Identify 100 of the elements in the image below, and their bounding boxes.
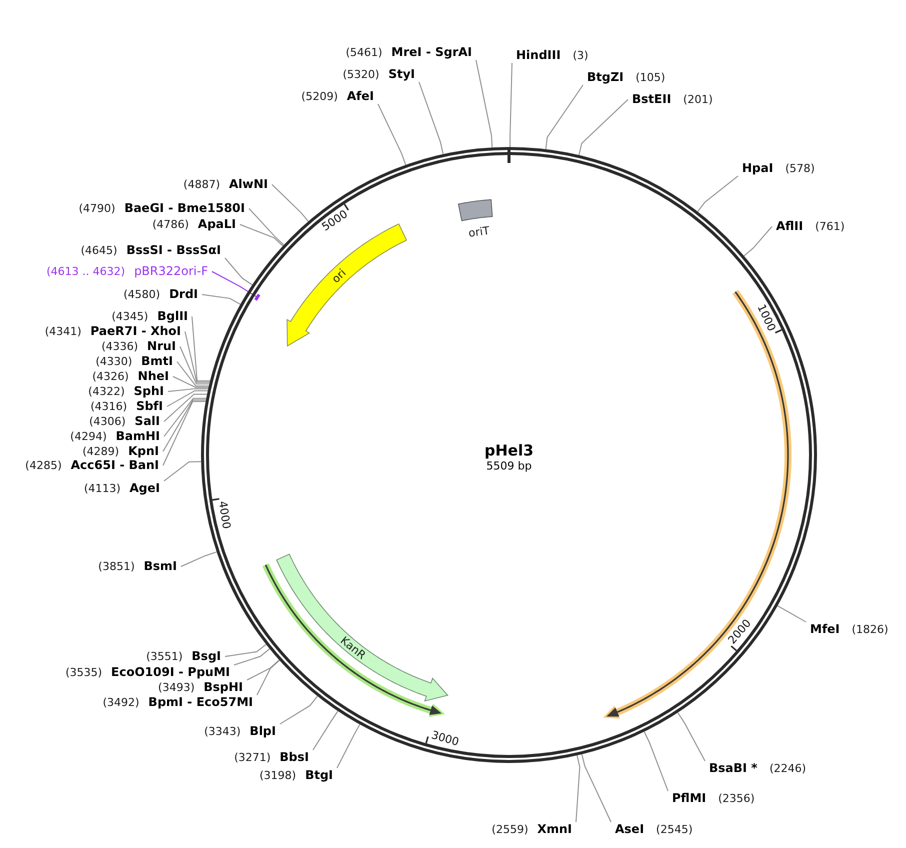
site-position: (4326) [92, 370, 129, 383]
leader-line [164, 394, 208, 422]
leader-line [256, 660, 280, 696]
enzyme-name: BlpI [250, 725, 276, 738]
leader-line [576, 754, 580, 822]
site-position: (578) [785, 162, 815, 175]
leader-line [184, 331, 210, 383]
leader-line [240, 224, 284, 246]
leader-line [476, 60, 493, 148]
enzyme-name: BssSI - BssSαI [126, 244, 221, 257]
site-position: (1826) [852, 623, 888, 636]
site-position: (761) [815, 220, 845, 233]
leader-line [378, 104, 406, 166]
enzyme-name: PflMI [672, 792, 706, 805]
leader-line [581, 754, 612, 822]
enzyme-name: BglII [157, 310, 188, 323]
site-position: (4113) [84, 482, 121, 495]
site-position: (4306) [89, 415, 126, 428]
enzyme-name: NheI [138, 370, 169, 383]
site-position: (105) [636, 71, 666, 84]
primer-position: (4613 .. 4632) [46, 265, 126, 278]
enzyme-name: AseI [615, 823, 644, 836]
leader-line [246, 660, 280, 680]
site-position: (2246) [769, 762, 806, 775]
enzyme-name: DrdI [169, 288, 198, 301]
enzyme-name: SphI [134, 385, 164, 398]
enzyme-name: AflII [776, 220, 804, 233]
leader-line [164, 461, 202, 482]
plasmid-name: pHel3 [484, 442, 534, 460]
site-position: (4322) [88, 385, 125, 398]
enzyme-name: BsmI [144, 560, 177, 573]
leader-line [644, 731, 668, 792]
feature-label: ori [329, 266, 349, 286]
site-position: (3492) [102, 696, 140, 709]
leader-line [172, 376, 210, 388]
leader-line [180, 551, 218, 567]
site-position: (4645) [80, 244, 118, 257]
enzyme-name: XmnI [537, 823, 572, 836]
enzyme-name: BsgI [192, 650, 221, 663]
leader-line [697, 176, 738, 212]
site-position: (4330) [96, 355, 132, 368]
site-position: (3) [572, 49, 588, 62]
scale-label: 1000 [754, 303, 778, 334]
enzyme-name: BtgZI [587, 71, 624, 84]
leader-line [234, 648, 270, 666]
site-position: (2559) [492, 823, 528, 836]
site-position: (3851) [98, 560, 135, 573]
site-position: (4336) [101, 340, 138, 353]
enzyme-name: ApaLI [198, 218, 236, 231]
site-position: (5461) [346, 46, 382, 59]
site-position: (5209) [301, 90, 338, 103]
scale-label: 3000 [430, 729, 460, 748]
enzyme-name: KpnI [128, 445, 159, 458]
enzyme-name: BaeGI - Bme1580I [124, 202, 245, 215]
leader-line [192, 316, 211, 382]
leader-line [777, 605, 806, 622]
enzyme-name: BmtI [141, 355, 173, 368]
leader-line [224, 258, 253, 286]
site-position: (4580) [123, 288, 160, 301]
leader-line [280, 696, 318, 724]
site-position: (3535) [65, 666, 102, 679]
site-position: (3551) [146, 650, 183, 663]
enzyme-name: NruI [147, 340, 176, 353]
enzyme-name: StyI [388, 68, 415, 81]
leader-line [168, 388, 209, 392]
enzyme-name: HindIII [516, 49, 561, 62]
site-position: (4285) [25, 459, 62, 472]
leader-line [336, 724, 360, 768]
site-position: (3493) [158, 681, 195, 694]
leader-line [212, 271, 257, 297]
enzyme-name: MfeI [810, 623, 840, 636]
leader-line [272, 184, 309, 222]
site-position: (4316) [90, 400, 128, 413]
site-position: (4341) [44, 325, 82, 338]
leader-line [677, 712, 706, 762]
leader-line [164, 398, 207, 437]
leader-line [176, 361, 210, 386]
leader-line [578, 99, 628, 156]
enzyme-name: MreI - SgrAI [391, 46, 472, 59]
enzyme-name: BspHI [204, 681, 243, 694]
site-position: (4289) [82, 445, 120, 458]
leader-line [744, 226, 772, 256]
leader-line [418, 82, 444, 155]
leader-line [248, 208, 284, 246]
site-position: (3343) [204, 725, 241, 738]
enzyme-name: BtgI [305, 769, 333, 782]
scale-label: 4000 [216, 500, 232, 530]
enzyme-name: SalI [134, 415, 160, 428]
leader-line [166, 390, 208, 407]
site-position: (3198) [259, 769, 296, 782]
enzyme-name: BbsI [280, 751, 309, 764]
leader-line [180, 346, 210, 384]
leader-line [510, 62, 512, 148]
leader-line [162, 400, 206, 466]
enzyme-name: AfeI [346, 90, 374, 103]
enzyme-name: BpmI - Eco57MI [148, 696, 253, 709]
enzyme-name: AgeI [130, 482, 160, 495]
site-position: (2545) [656, 823, 693, 836]
site-position: (201) [683, 93, 713, 106]
enzyme-name: EcoO109I - PpuMI [111, 666, 230, 679]
